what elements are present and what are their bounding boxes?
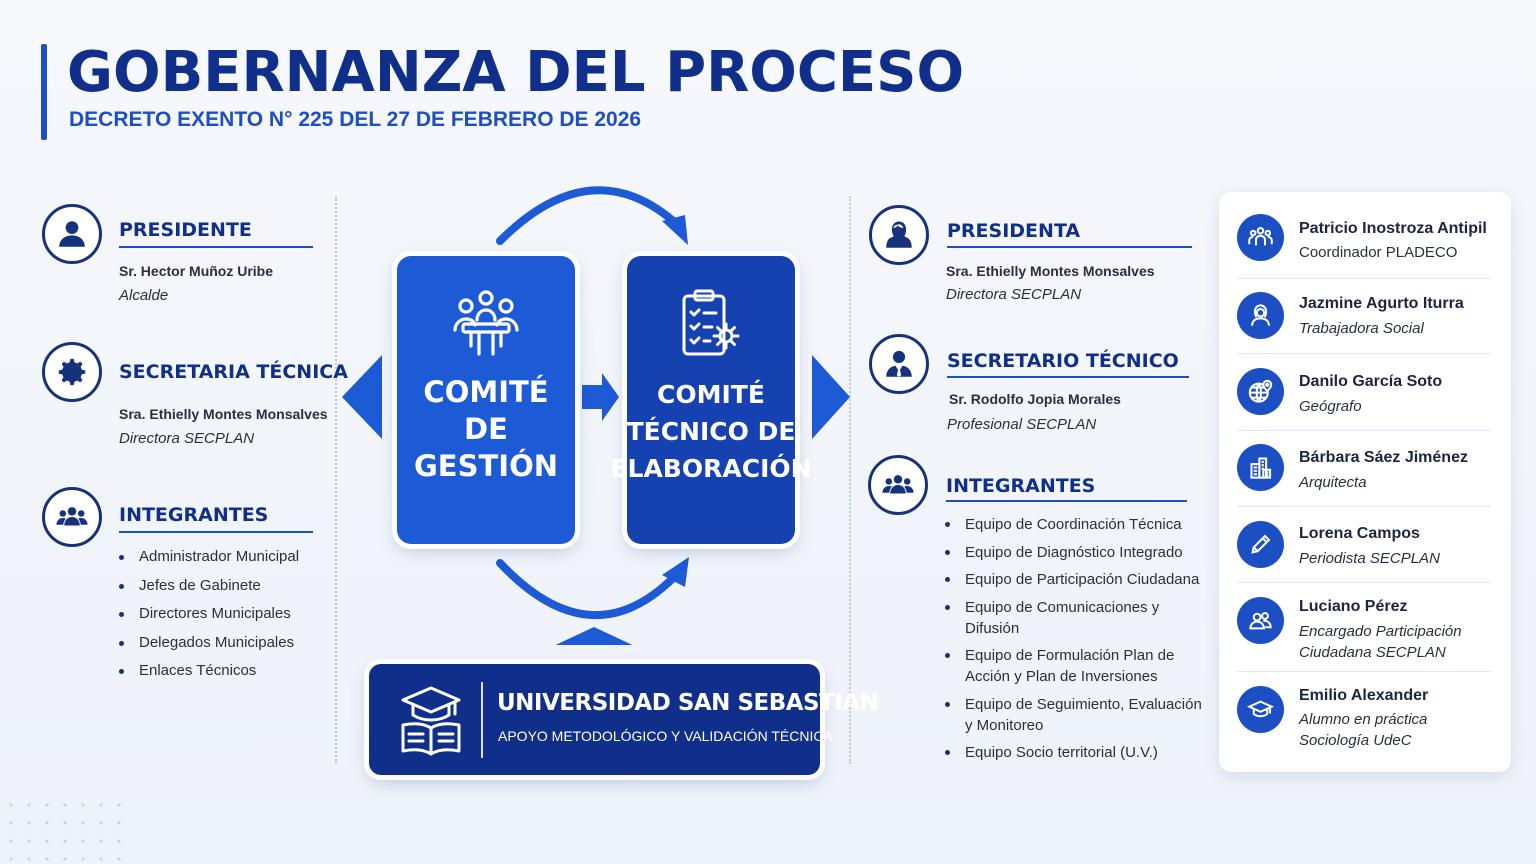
member-separator — [1237, 506, 1491, 507]
list-item: Equipo de Formulación Plan de Acción y P… — [945, 645, 1207, 687]
bottom-cycle-arrow — [496, 559, 684, 619]
decorative-dots — [2, 796, 122, 862]
list-item: Equipo de Diagnóstico Integrado — [945, 542, 1207, 563]
list-item: Jefes de Gabinete — [119, 572, 299, 601]
integrantes-left-list: Administrador Municipal Jefes de Gabinet… — [119, 543, 299, 686]
presidenta-name: Sra. Ethielly Montes Monsalves — [946, 263, 1155, 279]
member-role: Periodista SECPLAN — [1299, 550, 1440, 567]
presidente-role: Alcalde — [119, 287, 169, 304]
bottom-cycle-arrowhead — [662, 557, 689, 587]
center-connector-arrow — [582, 373, 619, 421]
building-plan-icon — [1237, 444, 1284, 491]
list-item: Equipo de Seguimiento, Evaluación y Moni… — [945, 694, 1207, 736]
member-separator — [1237, 278, 1491, 279]
comite-gestion-box[interactable]: COMITÉ DE GESTIÓN — [397, 256, 575, 544]
universidad-box[interactable]: UNIVERSIDAD SAN SEBASTIÁN APOYO METODOLÓ… — [369, 664, 879, 775]
book-graduation-icon — [401, 686, 461, 756]
user-icon — [42, 204, 102, 264]
list-item: Equipo Socio territorial (U.V.) — [945, 742, 1207, 763]
comite-tecnico-box[interactable]: COMITÉ TÉCNICO DE ELABORACIÓN — [610, 256, 812, 544]
secretaria-name: Sra. Ethielly Montes Monsalves — [119, 406, 328, 422]
list-item: Directores Municipales — [119, 600, 299, 629]
group-icon — [868, 455, 928, 515]
flow-arrows — [342, 186, 850, 645]
comite-tecnico-label: COMITÉ TÉCNICO DE ELABORACIÓN — [610, 380, 812, 483]
universidad-separator — [481, 682, 483, 758]
member-name: Patricio Inostroza Antipil — [1299, 220, 1487, 237]
businessman-icon — [869, 334, 929, 394]
list-item: Equipo de Coordinación Técnica — [945, 514, 1207, 535]
secretario-heading: SECRETARIO TÉCNICO — [947, 350, 1179, 372]
integrantes-left-underline — [119, 531, 313, 533]
pencil-icon — [1237, 521, 1284, 568]
secretario-role: Profesional SECPLAN — [947, 416, 1097, 433]
secretario-name: Sr. Rodolfo Jopia Morales — [949, 391, 1121, 407]
globe-pin-icon — [1237, 368, 1284, 415]
member-separator — [1237, 430, 1491, 431]
graduation-cap-icon — [1237, 686, 1284, 733]
group-icon — [42, 487, 102, 547]
member-name: Jazmine Agurto Iturra — [1299, 295, 1464, 312]
universidad-subtitle: APOYO METODOLÓGICO Y VALIDACIÓN TÉCNICA — [498, 728, 833, 744]
right-outward-arrow — [812, 355, 850, 439]
secretaria-role: Directora SECPLAN — [119, 430, 255, 447]
member-role: Arquitecta — [1299, 474, 1367, 491]
member-role: Trabajadora Social — [1299, 320, 1424, 337]
team-icon — [1237, 214, 1284, 261]
page-title: GOBERNANZA DEL PROCESO — [67, 40, 965, 105]
presidenta-underline — [947, 246, 1192, 248]
member-separator — [1237, 582, 1491, 583]
integrantes-left-heading: INTEGRANTES — [119, 504, 269, 526]
integrantes-right-underline — [946, 500, 1187, 502]
member-name: Emilio Alexander — [1299, 687, 1429, 704]
presidente-name: Sr. Hector Muñoz Uribe — [119, 263, 274, 279]
presidente-heading: PRESIDENTE — [119, 219, 252, 241]
member-name: Bárbara Sáez Jiménez — [1299, 449, 1468, 466]
member-role: Coordinador PLADECO — [1299, 244, 1458, 261]
member-separator — [1237, 353, 1491, 354]
member-role: Alumno en práctica Sociología UdeC — [1299, 711, 1428, 749]
list-item: Equipo de Comunicaciones y Difusión — [945, 597, 1207, 639]
top-cycle-arrowhead — [662, 215, 688, 245]
secretaria-heading: SECRETARIA TÉCNICA — [119, 361, 348, 383]
left-outward-arrow — [342, 355, 382, 439]
woman-icon — [869, 205, 929, 265]
presidenta-heading: PRESIDENTA — [947, 220, 1081, 242]
people-icon — [1237, 597, 1284, 644]
member-name: Luciano Pérez — [1299, 598, 1408, 615]
right-divider — [849, 196, 851, 764]
gear-icon — [42, 342, 102, 402]
member-role: Geógrafo — [1299, 398, 1362, 415]
integrantes-right-list: Equipo de Coordinación Técnica Equipo de… — [945, 514, 1207, 770]
universidad-title: UNIVERSIDAD SAN SEBASTIÁN — [497, 690, 879, 716]
integrantes-right-heading: INTEGRANTES — [946, 475, 1096, 497]
member-name: Lorena Campos — [1299, 525, 1420, 542]
presidente-underline — [119, 246, 313, 248]
secretario-underline — [947, 376, 1189, 378]
list-item: Delegados Municipales — [119, 629, 299, 658]
member-role: Encargado Participación Ciudadana SECPLA… — [1299, 623, 1462, 661]
members-panel: Patricio Inostroza Antipil Coordinador P… — [1219, 192, 1511, 772]
member-separator — [1237, 671, 1491, 672]
title-accent-bar — [41, 44, 47, 140]
top-cycle-arrow — [496, 186, 684, 245]
presidenta-role: Directora SECPLAN — [946, 286, 1082, 303]
list-item: Equipo de Participación Ciudadana — [945, 569, 1207, 590]
page-subtitle: DECRETO EXENTO N° 225 DEL 27 DE FEBRERO … — [69, 108, 642, 131]
university-up-arrow — [555, 627, 633, 645]
comite-gestion-label: COMITÉ DE GESTIÓN — [414, 375, 558, 483]
clipboard-gear-icon — [682, 289, 740, 356]
list-item: Administrador Municipal — [119, 543, 299, 572]
member-name: Danilo García Soto — [1299, 373, 1443, 390]
left-divider — [335, 196, 337, 764]
meeting-icon — [453, 290, 519, 356]
woman-icon — [1237, 292, 1284, 339]
list-item: Enlaces Técnicos — [119, 657, 299, 686]
university-up-arrow-stem — [576, 639, 612, 645]
